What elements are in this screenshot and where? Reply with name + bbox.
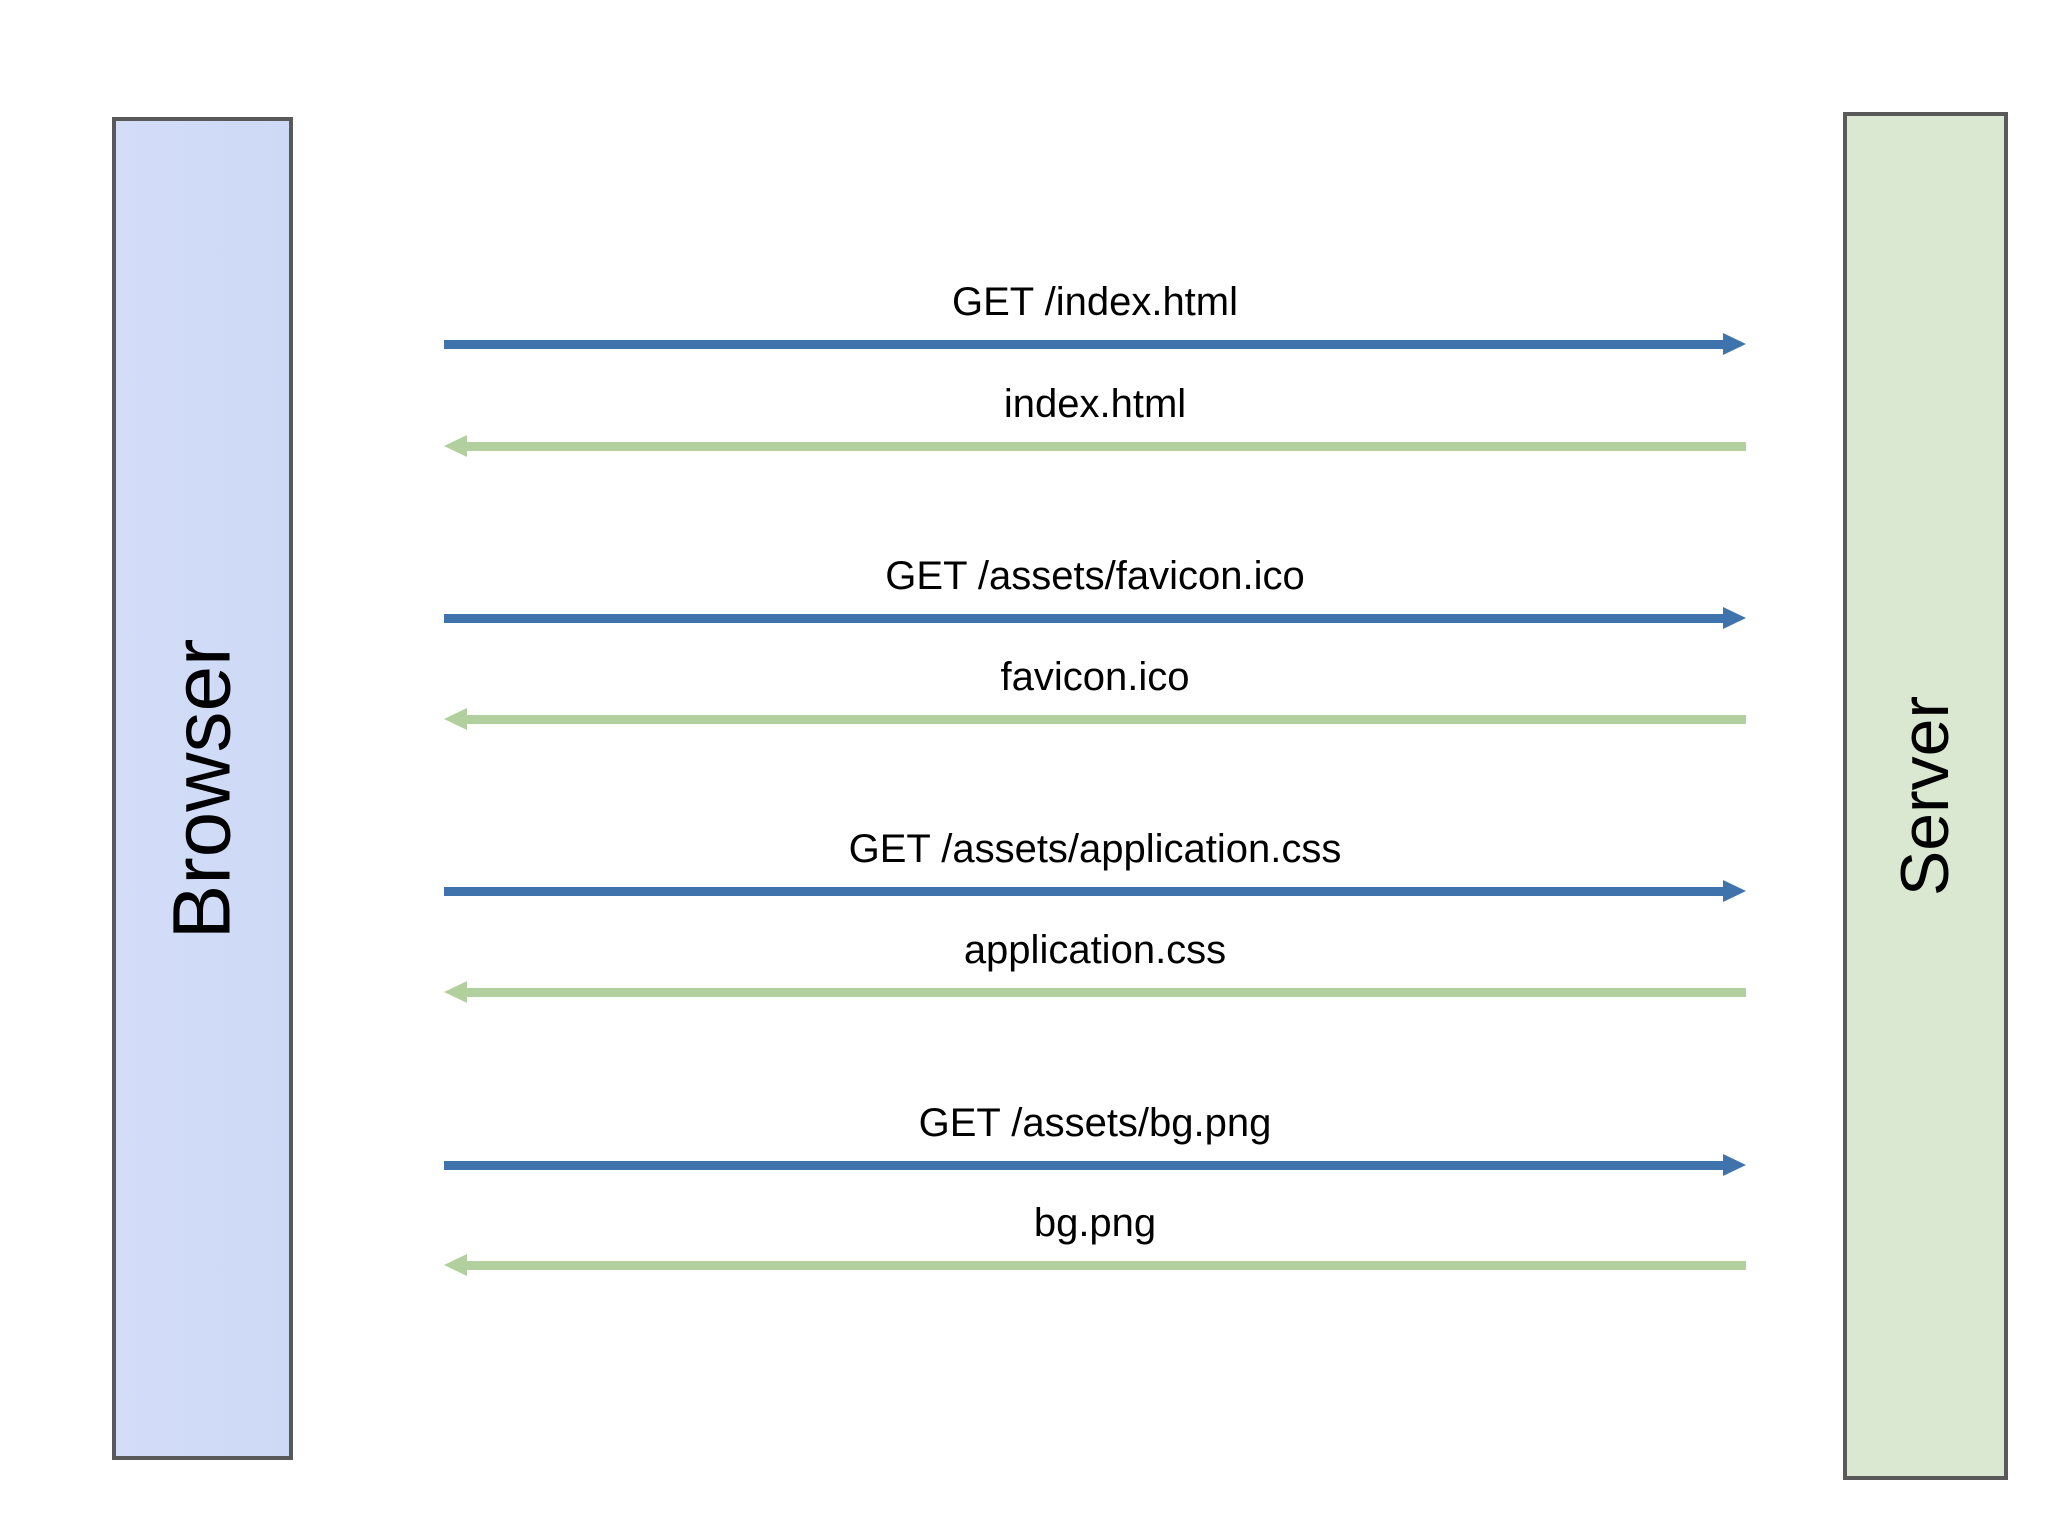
message-label: favicon.ico	[1000, 655, 1190, 699]
actor-browser: Browser	[112, 117, 293, 1460]
message-arrow	[444, 607, 1746, 629]
arrowhead-right-icon	[1723, 1154, 1746, 1176]
message-label: GET /index.html	[951, 280, 1239, 324]
message: favicon.ico	[444, 655, 1746, 730]
arrowhead-left-icon	[444, 981, 467, 1003]
message: GET /index.html	[444, 280, 1746, 355]
message-label: index.html	[1003, 382, 1187, 426]
message-label: bg.png	[1033, 1201, 1157, 1245]
message: GET /assets/favicon.ico	[444, 554, 1746, 629]
message: bg.png	[444, 1201, 1746, 1276]
message-arrow	[444, 1254, 1746, 1276]
arrow-shaft	[467, 987, 1746, 997]
message-arrow	[444, 880, 1746, 902]
arrowhead-left-icon	[444, 435, 467, 457]
arrow-shaft	[467, 1260, 1746, 1270]
arrow-shaft	[444, 613, 1723, 623]
arrowhead-left-icon	[444, 708, 467, 730]
message-label: GET /assets/favicon.ico	[885, 554, 1305, 598]
arrowhead-right-icon	[1723, 333, 1746, 355]
message: GET /assets/bg.png	[444, 1101, 1746, 1176]
message: application.css	[444, 928, 1746, 1003]
message-label: application.css	[963, 928, 1227, 972]
message-arrow	[444, 435, 1746, 457]
arrow-shaft	[444, 339, 1723, 349]
message: index.html	[444, 382, 1746, 457]
arrow-shaft	[444, 886, 1723, 896]
arrowhead-right-icon	[1723, 607, 1746, 629]
message-arrow	[444, 981, 1746, 1003]
message-label: GET /assets/application.css	[848, 827, 1342, 871]
message-label: GET /assets/bg.png	[918, 1101, 1272, 1145]
message-arrow	[444, 333, 1746, 355]
arrow-shaft	[444, 1160, 1723, 1170]
message-arrow	[444, 708, 1746, 730]
arrow-shaft	[467, 714, 1746, 724]
arrowhead-left-icon	[444, 1254, 467, 1276]
arrow-shaft	[467, 441, 1746, 451]
message-arrow	[444, 1154, 1746, 1176]
message: GET /assets/application.css	[444, 827, 1746, 902]
actor-server: Server	[1843, 112, 2008, 1480]
actor-server-label: Server	[1887, 695, 1964, 897]
arrowhead-right-icon	[1723, 880, 1746, 902]
